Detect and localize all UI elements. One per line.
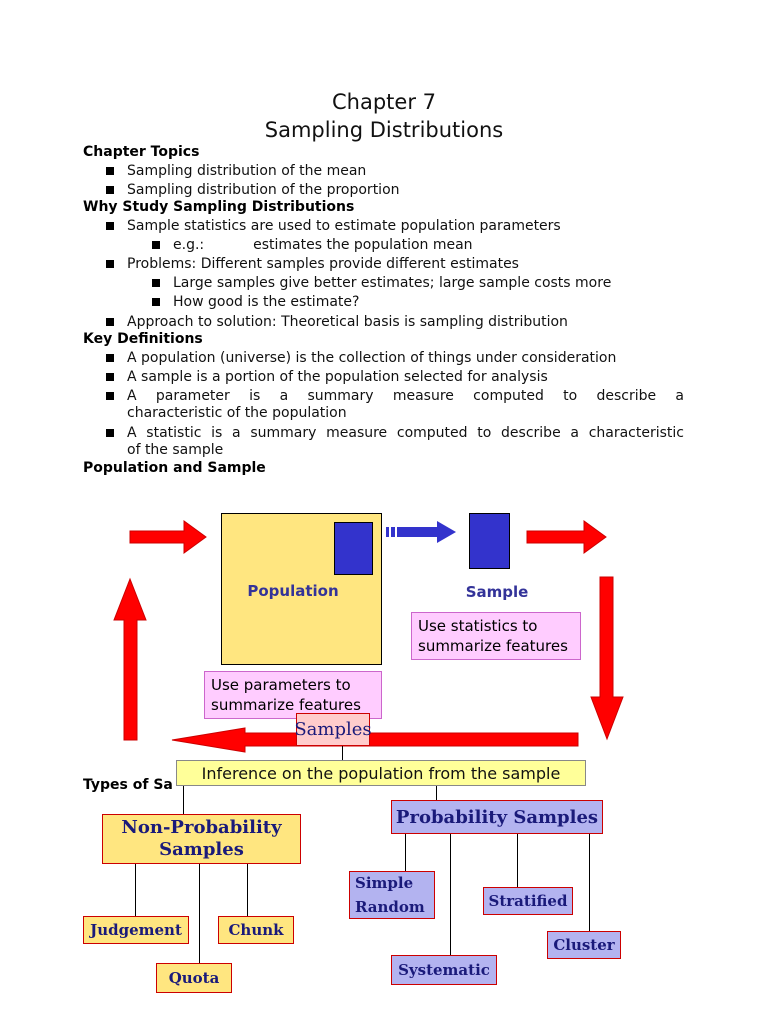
bullet-item: Sampling distribution of the mean — [106, 162, 366, 180]
systematic-box: Systematic — [391, 955, 497, 985]
heading-chapter-topics: Chapter Topics — [83, 144, 200, 160]
bullet-square-icon — [106, 354, 114, 362]
chunk-box: Chunk — [218, 916, 294, 944]
tree-connector — [589, 834, 590, 931]
population-label: Population — [247, 582, 339, 600]
tree-connector — [247, 864, 248, 916]
simple-random-box: Simple Random — [349, 871, 435, 919]
bullet-item: Sample statistics are used to estimate p… — [106, 217, 561, 235]
bullet-square-icon — [106, 167, 114, 175]
page-title: Sampling Distributions — [264, 118, 504, 142]
arrow-right-icon — [129, 520, 207, 554]
bullet-item: A parameter is a summary measure compute… — [106, 387, 684, 405]
stratified-box: Stratified — [483, 887, 573, 915]
tree-connector — [135, 864, 136, 916]
bullet-continuation: characteristic of the population — [127, 405, 347, 421]
heading-key-definitions: Key Definitions — [83, 331, 203, 347]
tree-connector — [517, 834, 518, 887]
bullet-square-icon — [152, 298, 160, 306]
tree-connector — [183, 786, 184, 814]
statistics-note: Use statistics to summarize features — [411, 612, 581, 660]
sub-bullet-item: How good is the estimate? — [152, 293, 359, 311]
bullet-item: A population (universe) is the collectio… — [106, 349, 616, 367]
arrow-left-icon — [171, 727, 579, 753]
quota-box: Quota — [156, 963, 232, 993]
bullet-item: A sample is a portion of the population … — [106, 368, 548, 386]
bullet-square-icon — [152, 279, 160, 287]
tree-connector — [342, 746, 343, 760]
non-probability-samples-box: Non-Probability Samples — [102, 814, 301, 864]
arrow-up-icon — [113, 577, 147, 741]
heading-population-sample: Population and Sample — [83, 460, 266, 476]
bullet-square-icon — [106, 373, 114, 381]
sub-bullet-item: Large samples give better estimates; lar… — [152, 274, 611, 292]
tree-connector — [436, 786, 437, 800]
sub-bullet-item: e.g.:estimates the population mean — [152, 236, 473, 254]
arrow-down-icon — [590, 576, 624, 741]
tree-connector — [405, 834, 406, 871]
bullet-continuation: of the sample — [127, 442, 224, 458]
sample-subset-box — [334, 522, 373, 575]
samples-root-box: Samples — [294, 713, 372, 746]
bullet-item: A statistic is a summary measure compute… — [106, 424, 684, 442]
striped-arrow-icon — [386, 521, 456, 543]
arrow-right-icon — [526, 520, 607, 554]
bullet-square-icon — [106, 186, 114, 194]
parameters-note: Use parameters to summarize features — [204, 671, 382, 719]
bullet-square-icon — [152, 241, 160, 249]
probability-samples-box: Probability Samples — [391, 800, 603, 834]
tree-connector — [199, 864, 200, 963]
heading-types-of-sampling: Types of Sa — [83, 777, 173, 793]
cluster-box: Cluster — [547, 931, 621, 959]
bullet-square-icon — [106, 318, 114, 326]
bullet-square-icon — [106, 429, 114, 437]
tree-connector — [450, 834, 451, 955]
bullet-square-icon — [106, 222, 114, 230]
bullet-item: Problems: Different samples provide diff… — [106, 255, 519, 273]
judgement-box: Judgement — [83, 916, 189, 944]
sample-label: Sample — [465, 583, 529, 601]
bullet-square-icon — [106, 392, 114, 400]
heading-why-study: Why Study Sampling Distributions — [83, 199, 355, 215]
bullet-item: Sampling distribution of the proportion — [106, 181, 400, 199]
bullet-square-icon — [106, 260, 114, 268]
inference-banner: Inference on the population from the sam… — [176, 760, 586, 786]
chapter-number: Chapter 7 — [332, 90, 436, 114]
bullet-item: Approach to solution: Theoretical basis … — [106, 313, 568, 331]
sample-box — [469, 513, 510, 569]
